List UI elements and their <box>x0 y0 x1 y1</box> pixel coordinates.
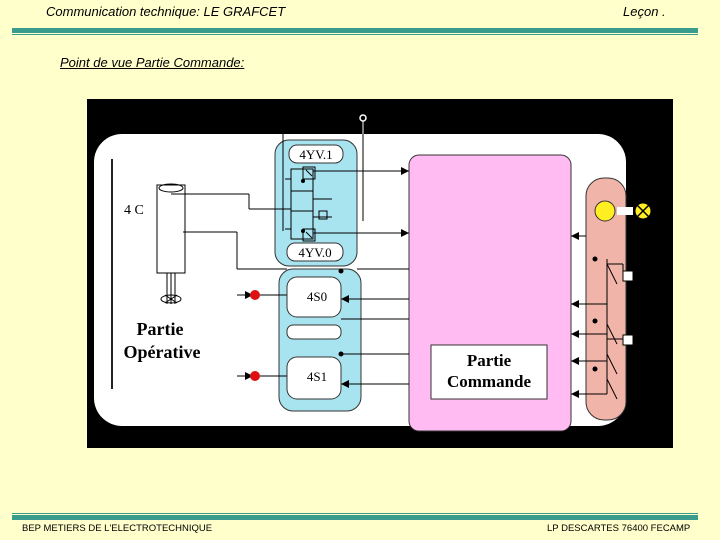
operative-label-line1: Partie <box>137 319 184 339</box>
sensor-indicator-left <box>250 290 260 300</box>
footer-right: LP DESCARTES 76400 FECAMP <box>547 523 691 534</box>
header-divider-thin <box>12 34 698 35</box>
io-panel <box>585 177 627 421</box>
sensor-box-right <box>286 356 342 400</box>
cylinder-icon <box>156 183 186 304</box>
sensor-left-label: 4S0 <box>307 289 327 304</box>
solenoid-valve-icon <box>285 166 332 242</box>
sensor-connector <box>286 324 342 340</box>
command-label-line1: Partie <box>467 351 512 370</box>
footer-left: BEP METIERS DE L'ELECTROTECHNIQUE <box>22 523 213 534</box>
cylinder-label: 4 C <box>124 203 144 218</box>
header-title: Communication technique: LE GRAFCET <box>46 4 286 19</box>
header-divider <box>12 28 698 33</box>
sensor-box-left <box>286 276 342 318</box>
indicator-lamp-icon <box>617 202 652 220</box>
footer-divider-thin <box>12 513 698 514</box>
lamp-icon <box>594 200 616 222</box>
relay-contacts-icon <box>606 259 636 400</box>
sensor-indicator-right <box>250 371 260 381</box>
operative-label-line2: Opérative <box>124 342 201 362</box>
command-label-line2: Commande <box>447 372 532 391</box>
diagram: Partie Commande 4YV.1 4YV.0 <box>87 99 673 448</box>
sensor-right-label: 4S1 <box>307 369 327 384</box>
header-lesson: Leçon . <box>623 4 666 19</box>
valve-top-label: 4YV.1 <box>299 147 332 162</box>
section-subtitle: Point de vue Partie Commande: <box>60 55 245 70</box>
command-label-box <box>430 344 548 400</box>
valve-bottom-label: 4YV.0 <box>298 245 331 260</box>
footer-divider <box>12 515 698 520</box>
